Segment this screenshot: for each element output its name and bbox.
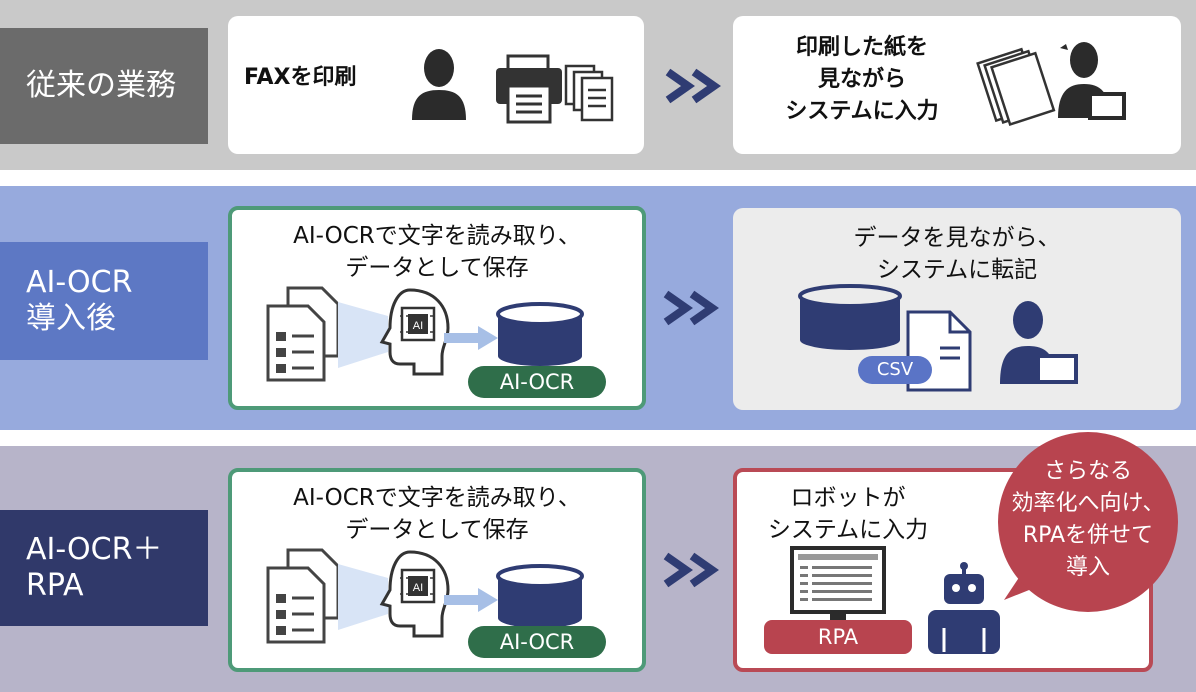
step-text-transcribe: データを見ながら、 システムに転記 xyxy=(733,222,1181,286)
ai-head-icon: AI xyxy=(379,288,450,376)
step-text-line: AI-OCRで文字を読み取り、 xyxy=(293,223,581,249)
callout-line: RPAを併せて xyxy=(1022,523,1154,548)
database-icon xyxy=(496,564,584,628)
row-label-text: RPA xyxy=(26,568,84,603)
step-text-ai-ocr-read: AI-OCRで文字を読み取り、 データとして保存 xyxy=(236,220,638,284)
ai-ocr-badge: AI-OCR xyxy=(468,366,606,398)
chevron-double-right-icon xyxy=(665,68,721,104)
step-text-robot-input: ロボットが システムに入力 xyxy=(748,482,948,546)
callout-bubble xyxy=(998,432,1178,612)
arrow-right-icon xyxy=(444,588,498,612)
step-text-line: データを見ながら、 xyxy=(853,225,1061,251)
person-at-computer-icon xyxy=(1058,42,1126,120)
person-icon xyxy=(412,49,466,120)
ai-chip-label: AI xyxy=(413,320,423,332)
row-label-conventional: 従来の業務 xyxy=(0,28,208,144)
database-icon xyxy=(496,302,584,366)
ai-head-icon: AI xyxy=(379,550,450,638)
csv-badge: CSV xyxy=(858,356,932,384)
row-label-ai-ocr: AI-OCR 導入後 xyxy=(0,242,208,360)
monitor-screen-icon xyxy=(790,546,886,625)
callout-text: さらなる 効率化へ向け、 RPAを併せて 導入 xyxy=(988,456,1188,584)
step-text-line: データとして保存 xyxy=(345,517,529,543)
callout-line: さらなる xyxy=(1043,459,1132,484)
row-label-text: AI-OCR＋ xyxy=(26,532,163,567)
ai-ocr-badge: AI-OCR xyxy=(468,626,606,658)
row-label-text: AI-OCR xyxy=(26,265,133,300)
row-label-text: 導入後 xyxy=(26,301,116,336)
chevron-double-right-icon xyxy=(663,290,719,326)
row-label-ai-ocr-rpa: AI-OCR＋ RPA xyxy=(0,510,208,626)
database-icon xyxy=(798,284,902,350)
step-text-line: システムに転記 xyxy=(876,257,1038,283)
step-text-line: システムに入力 xyxy=(767,517,929,543)
step-text-line: データとして保存 xyxy=(345,255,529,281)
documents-icon xyxy=(266,286,340,382)
step-text-line: 見ながら xyxy=(817,67,906,92)
callout-line: 効率化へ向け、 xyxy=(1011,491,1165,516)
step-text-manual-input: 印刷した紙を 見ながら システムに入力 xyxy=(752,32,972,128)
step-box-manual-input xyxy=(733,16,1181,154)
rpa-badge: RPA xyxy=(764,620,912,654)
row-label-text: 従来の業務 xyxy=(26,68,176,103)
chevron-double-right-icon xyxy=(663,552,719,588)
light-beam-icon xyxy=(338,564,388,630)
step-text-line: AI-OCRで文字を読み取り、 xyxy=(293,485,581,511)
step-text-line: システムに入力 xyxy=(785,99,939,124)
step-text-line: ロボットが xyxy=(790,485,906,511)
robot-icon xyxy=(928,562,1000,654)
light-beam-icon xyxy=(338,302,388,368)
step-text-fax-print: FAXを印刷 xyxy=(244,65,357,90)
arrow-right-icon xyxy=(444,326,498,350)
step-text-line: 印刷した紙を xyxy=(795,35,928,60)
ai-chip-label: AI xyxy=(413,582,423,594)
paper-stack-icon xyxy=(976,47,1056,126)
fax-machine-icon xyxy=(496,54,614,124)
callout-line: 導入 xyxy=(1065,555,1110,580)
person-at-computer-icon xyxy=(1000,301,1078,384)
step-text-ai-ocr-read: AI-OCRで文字を読み取り、 データとして保存 xyxy=(236,482,638,546)
